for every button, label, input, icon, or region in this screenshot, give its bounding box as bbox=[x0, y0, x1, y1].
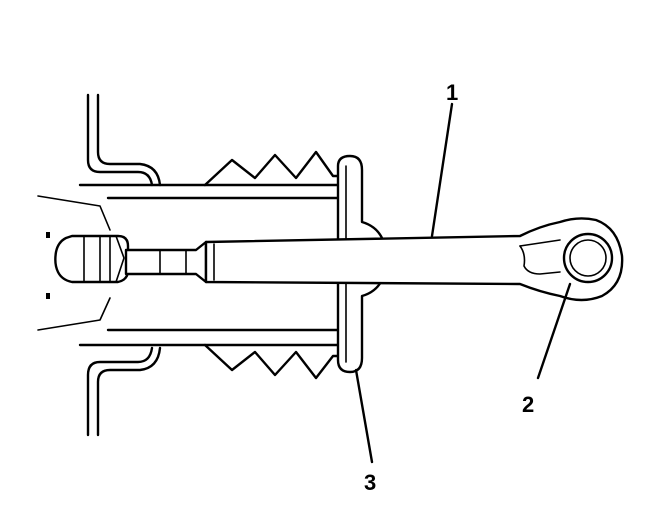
housing-frame bbox=[86, 93, 162, 437]
extension-shaft bbox=[124, 240, 208, 284]
cylinder-body bbox=[37, 183, 342, 347]
socket-nut bbox=[46, 232, 130, 299]
callout-1: 1 bbox=[446, 80, 458, 105]
leader-lines bbox=[354, 102, 572, 464]
wrench-ring bbox=[562, 232, 614, 284]
callout-2: 2 bbox=[522, 392, 534, 417]
wrench-handle bbox=[204, 217, 624, 302]
accordion-boot bbox=[203, 150, 344, 380]
callout-3: 3 bbox=[364, 470, 376, 495]
